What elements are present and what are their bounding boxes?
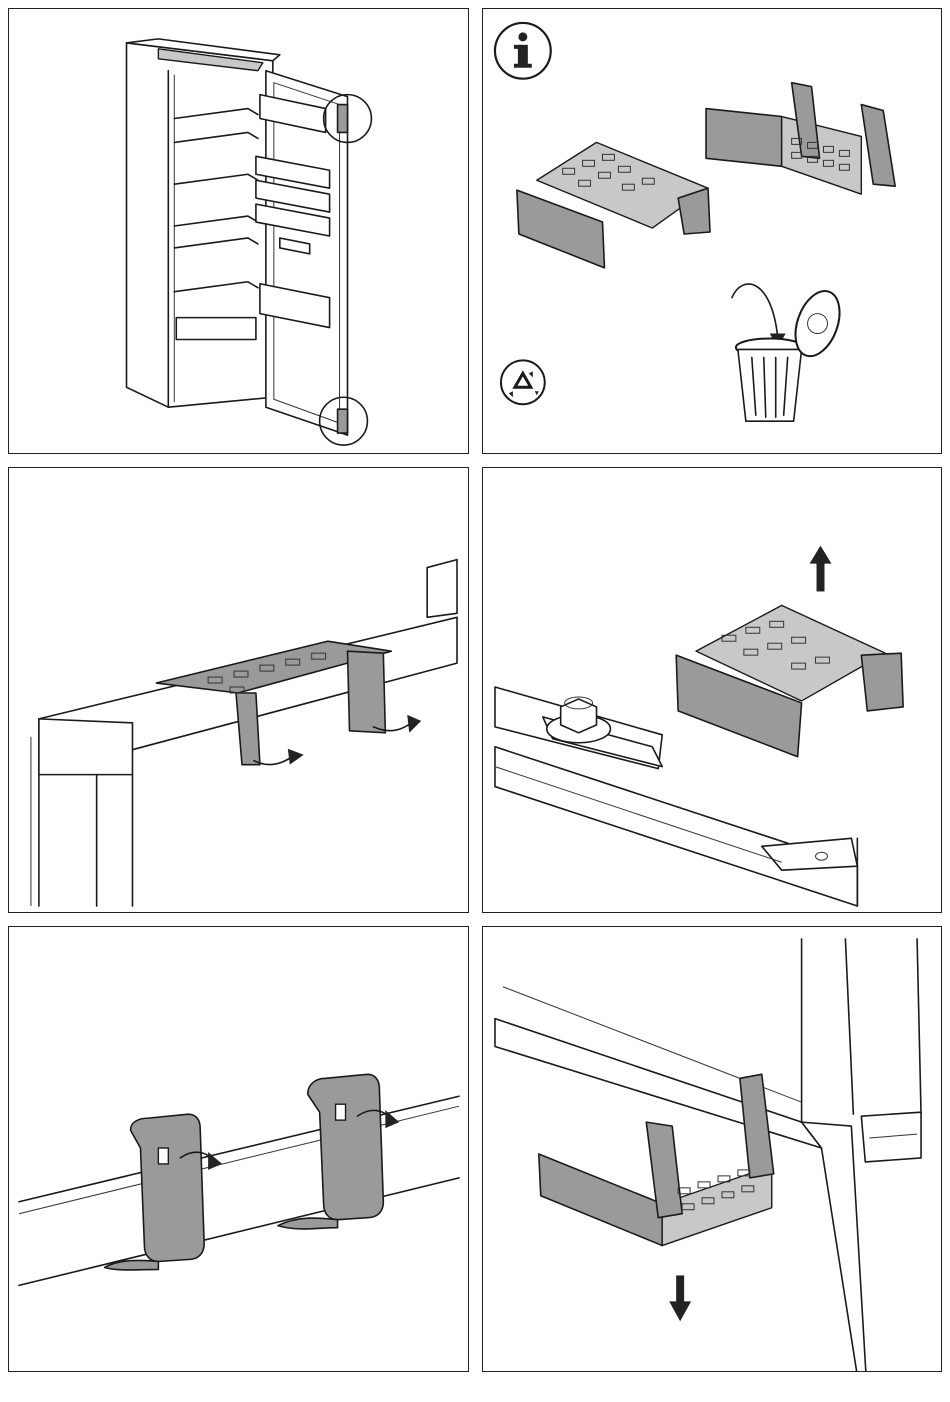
transport-lock-lifted	[676, 605, 903, 756]
transport-lock-clip-right	[278, 1074, 384, 1229]
lift-lock-illustration	[483, 468, 941, 912]
down-arrow-icon	[669, 1275, 691, 1321]
trash-bin-icon	[732, 284, 848, 421]
transport-lock-clip-left	[105, 1114, 205, 1270]
info-icon	[495, 23, 551, 79]
panel-lift-upper-lock	[482, 467, 942, 913]
panel-info-disposal	[482, 8, 942, 454]
panel-lower-lock-clips	[8, 926, 469, 1372]
transport-lock-lower-part	[706, 83, 895, 194]
upper-lock-illustration	[9, 468, 468, 912]
up-arrow-icon	[810, 546, 832, 592]
pull-lock-illustration	[483, 927, 941, 1371]
panel-upper-lock-clips	[8, 467, 469, 913]
transport-lock-upper-part	[517, 142, 710, 267]
fridge-illustration	[9, 9, 468, 453]
panel-fridge-overview	[8, 8, 469, 454]
panel-pull-lower-lock	[482, 926, 942, 1372]
lower-clips-illustration	[9, 927, 468, 1371]
recycling-icon	[501, 360, 545, 404]
rotate-arrow-icon	[254, 715, 421, 765]
info-disposal-illustration	[483, 9, 941, 453]
